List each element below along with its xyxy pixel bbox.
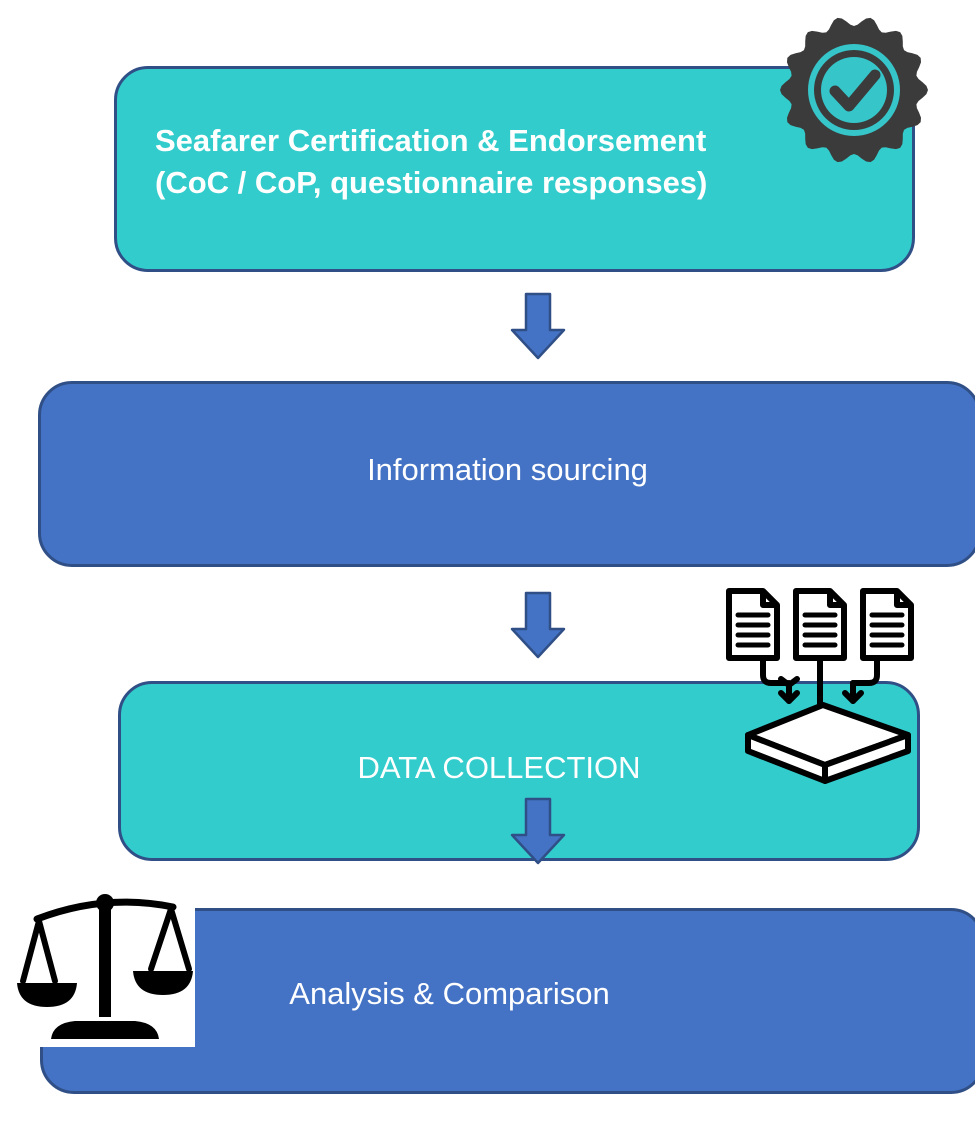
balance-scale-icon (15, 877, 195, 1047)
documents-merge-icon (726, 588, 914, 784)
step-analysis-comparison-label: Analysis & Comparison (289, 976, 610, 1011)
step-data-collection-box: DATA COLLECTION (118, 681, 920, 861)
down-arrow-icon (510, 591, 566, 659)
step-certification-line1: Seafarer Certification & Endorsement (155, 123, 707, 158)
step-information-sourcing-box: Information sourcing (38, 381, 975, 567)
down-arrow-icon (510, 292, 566, 360)
step-certification-box: Seafarer Certification & Endorsement (Co… (114, 66, 915, 272)
verified-badge-icon (780, 17, 928, 163)
down-arrow-icon (510, 797, 566, 865)
step-certification-line2: (CoC / CoP, questionnaire responses) (155, 165, 708, 200)
step-data-collection-label: DATA COLLECTION (357, 750, 641, 785)
step-analysis-comparison-box: Analysis & Comparison (40, 908, 975, 1094)
step-certification-title: Seafarer Certification & Endorsement (Co… (155, 120, 707, 204)
step-information-sourcing-label: Information sourcing (367, 452, 648, 487)
